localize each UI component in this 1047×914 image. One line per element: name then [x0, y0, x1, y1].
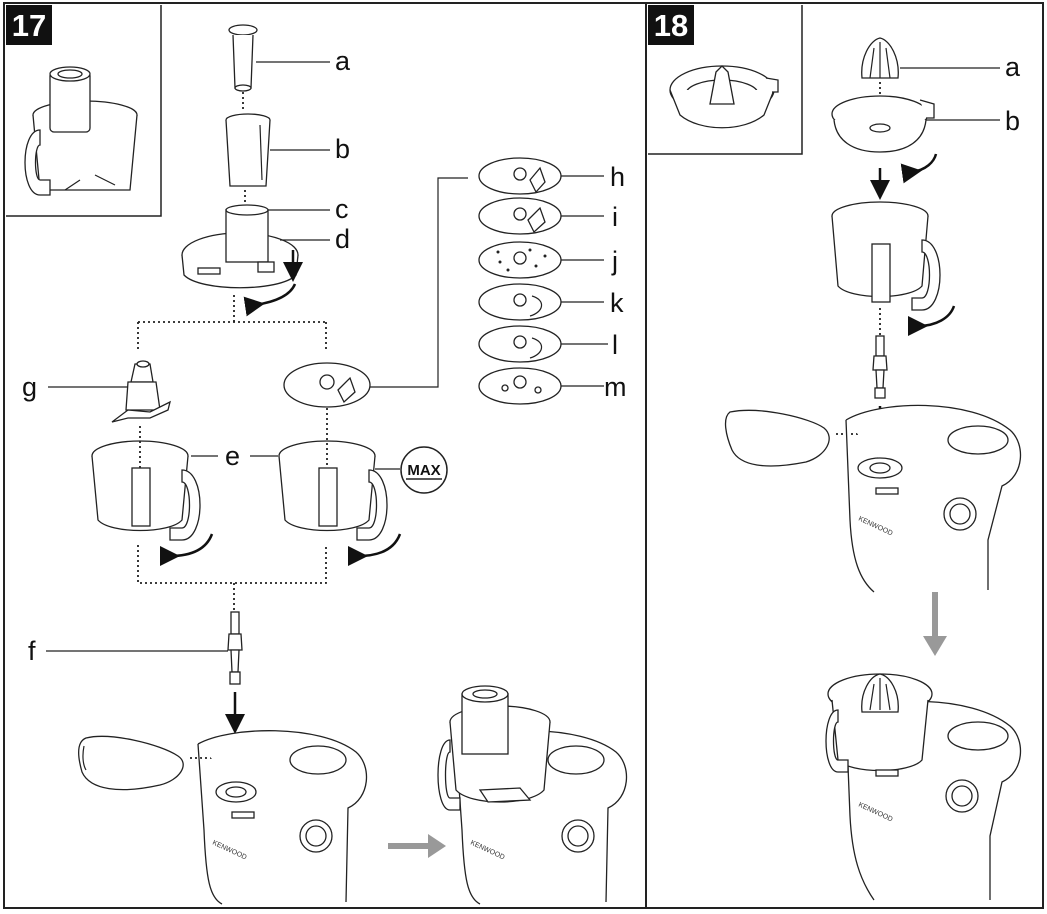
svg-text:KENWOOD: KENWOOD	[857, 801, 893, 823]
juicer-sieve	[831, 95, 935, 153]
slicing-disc	[283, 362, 371, 408]
outlet-cover	[78, 735, 184, 791]
bowl-right	[278, 440, 388, 541]
lid-with-feed-tube	[181, 204, 299, 289]
step-18-badge: 18	[648, 5, 694, 45]
rotate-arrow-icon	[900, 153, 938, 184]
disc-j	[478, 241, 562, 279]
svg-text:18: 18	[654, 8, 688, 43]
drive-shaft-18	[872, 335, 888, 399]
label-18a: a	[1005, 52, 1021, 82]
flow-arrow-head-icon	[428, 834, 446, 858]
rotate-arrow-icon	[159, 533, 214, 567]
flow-arrow-head-icon	[923, 636, 947, 656]
label-17e: e	[225, 441, 240, 471]
mixer-assembled-juicer: KENWOOD	[825, 673, 1022, 901]
juicer-reamer	[861, 37, 899, 79]
svg-text:KENWOOD: KENWOOD	[469, 839, 505, 861]
label-17f: f	[28, 636, 36, 666]
label-17h: h	[610, 162, 625, 192]
rotate-arrow-icon	[907, 305, 956, 337]
rotate-arrow-icon	[243, 283, 297, 317]
label-17k: k	[610, 288, 624, 318]
label-18b: b	[1005, 106, 1020, 136]
rotate-arrow-icon	[347, 533, 402, 567]
juicer-bowl	[831, 201, 941, 311]
step-18-thumbnail	[648, 5, 803, 155]
svg-text:MAX: MAX	[407, 462, 440, 479]
svg-text:17: 17	[12, 8, 46, 43]
disc-i	[478, 197, 562, 235]
mixer-body-18: KENWOOD	[845, 404, 1022, 593]
max-badge: MAX	[400, 446, 448, 494]
step-17-thumbnail	[6, 5, 162, 217]
mixer-body-left: KENWOOD	[197, 730, 368, 905]
label-17d: d	[335, 224, 350, 254]
mixer-assembled-processor: KENWOOD	[437, 685, 628, 905]
label-17a: a	[335, 46, 351, 76]
disc-m	[478, 367, 562, 405]
disc-h	[478, 157, 562, 195]
pusher-large	[225, 113, 271, 187]
outlet-cover-18	[724, 409, 830, 467]
label-17g: g	[22, 372, 37, 402]
label-17m: m	[604, 372, 627, 402]
disc-l	[478, 325, 562, 363]
pusher-small	[228, 24, 258, 92]
label-17b: b	[335, 134, 350, 164]
outer-frame	[3, 2, 1044, 909]
label-17j: j	[611, 246, 618, 276]
disc-k	[478, 283, 562, 321]
step-17-badge: 17	[6, 5, 52, 45]
label-17i: i	[612, 202, 618, 232]
label-17l: l	[612, 330, 618, 360]
bowl-left	[91, 440, 201, 541]
svg-text:KENWOOD: KENWOOD	[211, 839, 247, 861]
label-17c: c	[335, 194, 349, 224]
knife-blade	[111, 360, 171, 423]
drive-shaft	[227, 611, 243, 685]
